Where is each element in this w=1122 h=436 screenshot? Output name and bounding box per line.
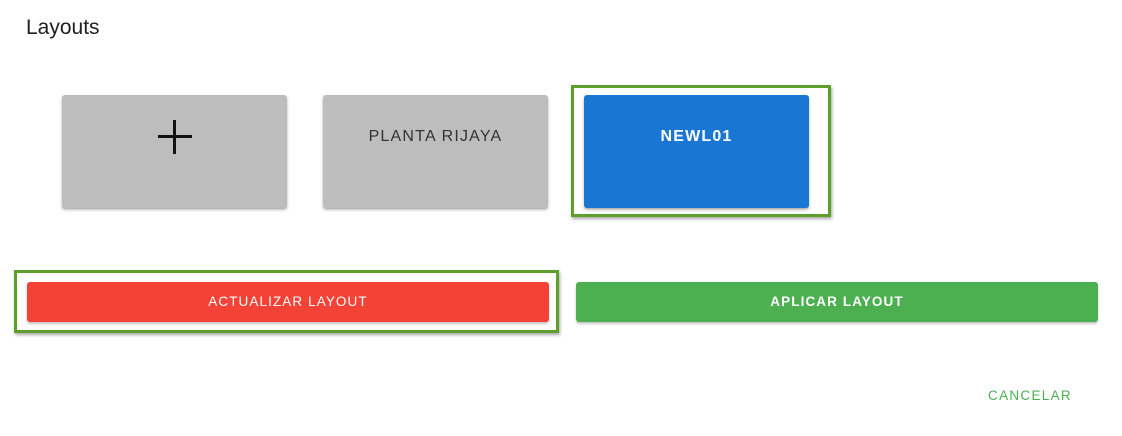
layout-card-newl01[interactable]: NEWL01 — [584, 95, 809, 208]
update-layout-button[interactable]: ACTUALIZAR LAYOUT — [27, 282, 549, 322]
layout-card-label: PLANTA RIJAYA — [368, 128, 503, 145]
cancel-button[interactable]: CANCELAR — [988, 388, 1072, 403]
apply-layout-button[interactable]: APLICAR LAYOUT — [576, 282, 1098, 322]
layout-card-planta-rijaya[interactable]: PLANTA RIJAYA — [323, 95, 548, 208]
layout-card-label: NEWL01 — [660, 128, 733, 145]
plus-icon — [158, 120, 192, 154]
add-layout-card[interactable] — [62, 95, 287, 208]
dialog-title: Layouts — [26, 16, 100, 39]
